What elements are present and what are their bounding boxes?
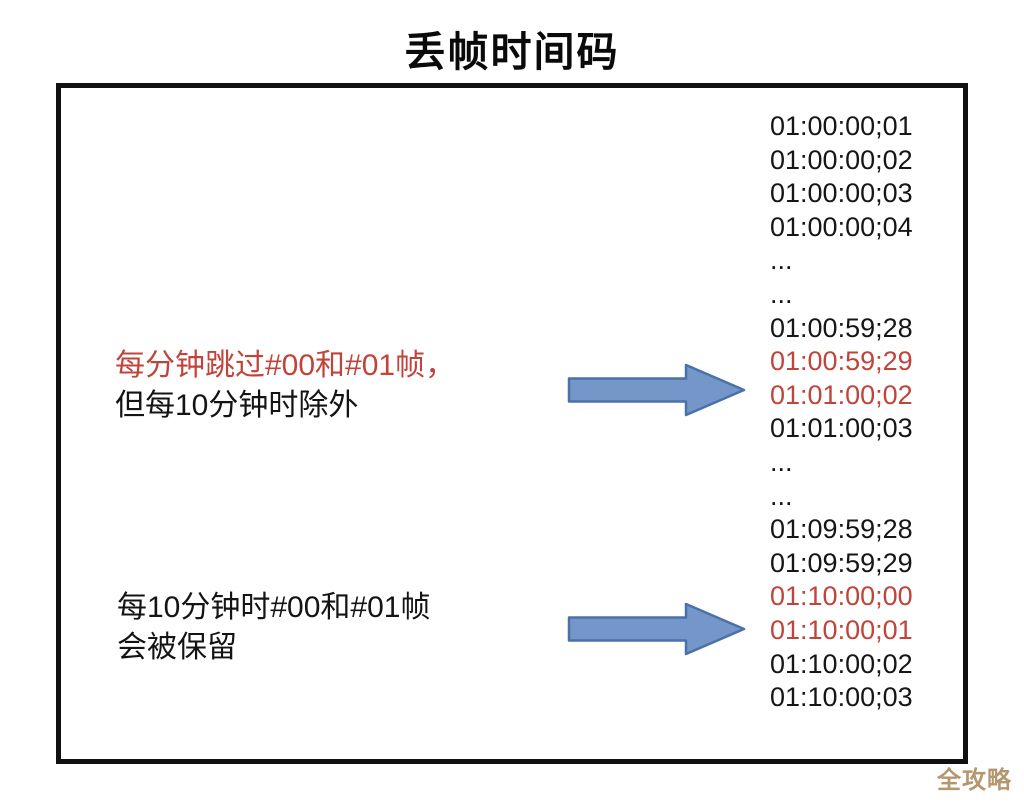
timecode-row: 01:10:00;03 <box>770 682 913 713</box>
timecode-row: 01:09:59;29 <box>770 547 913 578</box>
timecode-ellipsis-row: ... <box>770 446 793 477</box>
timecode-ellipsis-row: ... <box>770 245 793 276</box>
annotation-line: 但每10分钟时除外 <box>115 389 359 422</box>
timecode-row: 01:00:00;02 <box>770 144 913 175</box>
timecode-list: 01:00:00;01 01:00:00;02 01:00:00;03 01:0… <box>770 110 960 715</box>
annotation-line: 每分钟跳过#00和#01帧， <box>115 349 456 382</box>
timecode-row: 01:10:00;02 <box>770 648 913 679</box>
timecode-row: 01:10:00;00 <box>770 581 913 612</box>
annotation-keep-frames: 每10分钟时#00和#01帧 会被保留 <box>117 588 430 668</box>
timecode-ellipsis-row: ... <box>770 278 793 309</box>
annotation-line: 会被保留 <box>117 631 237 664</box>
right-arrow-icon <box>567 602 746 656</box>
page-title: 丢帧时间码 <box>404 29 620 75</box>
timecode-row: 01:01:00;03 <box>770 413 913 444</box>
timecode-ellipsis-row: ... <box>770 480 793 511</box>
watermark: 全攻略 <box>937 767 1012 794</box>
timecode-row: 01:09:59;28 <box>770 514 913 545</box>
annotation-line: 每10分钟时#00和#01帧 <box>117 591 431 624</box>
diagram-frame <box>56 83 968 764</box>
annotation-skip-frames: 每分钟跳过#00和#01帧， 但每10分钟时除外 <box>115 346 455 426</box>
timecode-row: 01:00:00;03 <box>770 178 913 209</box>
timecode-row: 01:00:59;28 <box>770 312 913 343</box>
timecode-row: 01:00:00;04 <box>770 211 913 242</box>
right-arrow-icon <box>567 363 746 417</box>
timecode-row: 01:00:00;01 <box>770 111 913 141</box>
timecode-row: 01:10:00;01 <box>770 614 913 645</box>
timecode-row: 01:01:00;02 <box>770 379 913 410</box>
timecode-row: 01:00:59;29 <box>770 346 913 377</box>
